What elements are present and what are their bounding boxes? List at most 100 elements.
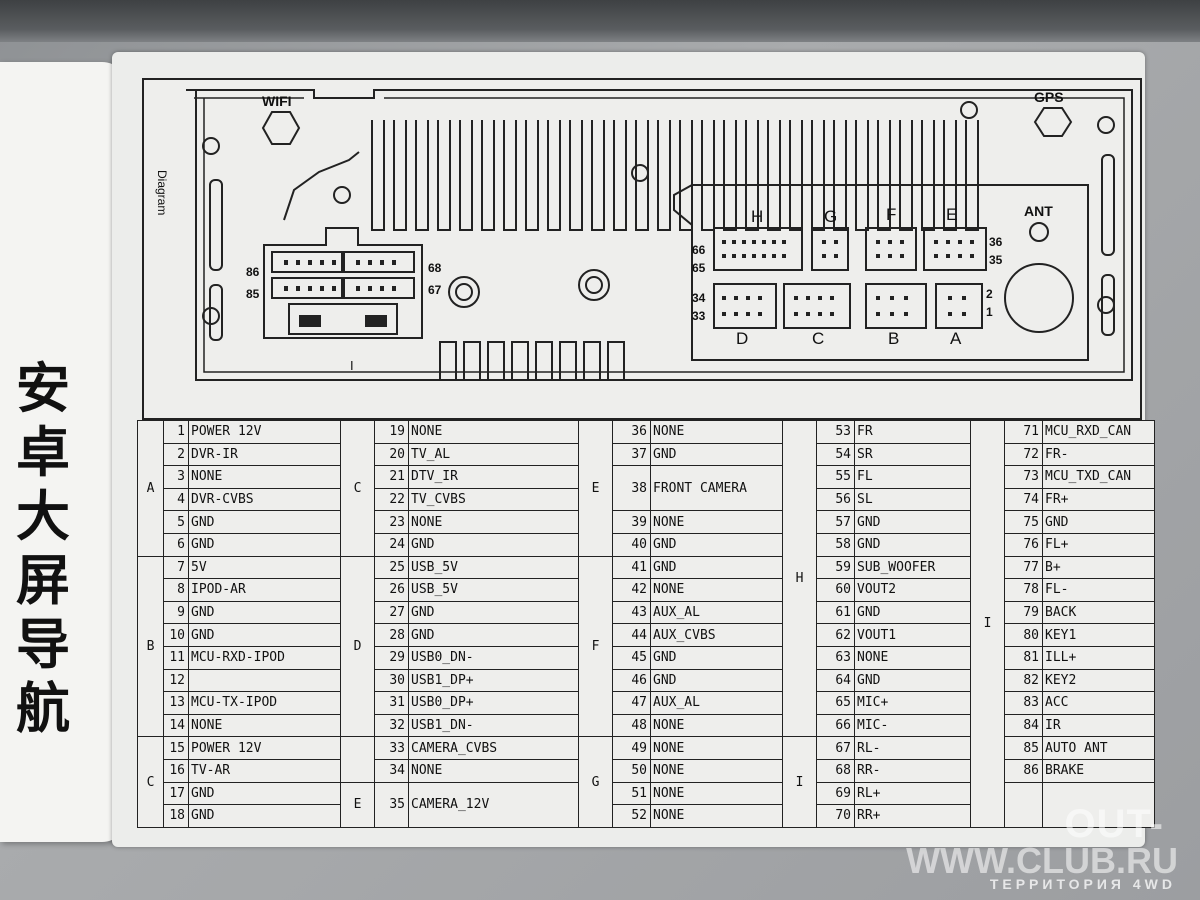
pin-signal: GND [1042,510,1155,534]
pin-number: 72 [1004,442,1043,467]
connector-g-label: G [824,207,837,226]
pin-signal: GND [188,532,341,557]
pin-signal: SUB_WOOFER [854,555,971,580]
table-row: 4 DVR-CVBS 22 TV_CVBS 56 SL 74 FR+ [138,487,1155,512]
pin-signal: 5V [188,555,341,580]
table-row: 11 MCU-RXD-IPOD 29 USB0_DN- 45 GND 63 NO… [138,645,1155,670]
table-row: 5 GND 23 NONE 39 NONE 57 GND 75 GND [138,510,1155,534]
pin-signal: AUX_AL [650,600,783,625]
pin-number: 85 [1004,736,1043,760]
pin-number: 11 [163,645,189,670]
pin-signal: TV_CVBS [408,487,579,512]
table-row: 2 DVR-IR 20 TV_AL 37 GND 54 SR 72 FR- [138,442,1155,467]
pin-number: 86 [1004,758,1043,783]
ant-port [1004,263,1074,333]
table-row: 17 GND E 35 CAMERA_12V 51 NONE 69 RL+ [138,781,1155,828]
pin-signal: USB0_DP+ [408,691,579,715]
pin-number: 69 [816,781,855,806]
pin-signal: NONE [650,736,783,760]
pin-signal: POWER 12V [188,420,341,444]
pin-signal: VOUT1 [854,623,971,647]
pin-signal: GND [188,804,341,828]
pin-signal: NONE [408,510,579,534]
pin-number: 35 [374,781,409,828]
pin-signal: NONE [188,713,341,738]
diagram-caption: Diagram [155,170,169,215]
group-label: H [782,419,817,738]
pin-signal: NONE [408,420,579,444]
pin-number: 26 [374,578,409,602]
group-label: E [578,420,613,557]
pin-number: 55 [816,465,855,489]
pin-number: 28 [374,623,409,647]
table-row: 6 GND 24 GND 40 GND 58 GND 76 FL+ [138,532,1155,557]
group-label: F [578,555,613,738]
pin-35-label: 35 [989,253,1003,267]
pin-signal: GND [854,668,971,693]
pin-number: 53 [816,420,855,444]
table-row: 16 TV-AR 34 NONE 50 NONE 68 RR- 86 BRAKE [138,758,1155,783]
pin-signal: DVR-IR [188,442,341,467]
table-row: 13 MCU-TX-IPOD 31 USB0_DP+ 47 AUX_AL 65 … [138,691,1155,715]
connector-b [865,283,927,329]
pin-signal: FL [854,465,971,489]
pin-number: 50 [612,758,651,783]
gps-antenna-port [1033,107,1073,137]
pin-86-label: 86 [246,265,260,279]
wifi-antenna-port [261,111,301,145]
group-label: I [782,736,817,828]
pin-signal: RL- [854,736,971,760]
pin-number: 31 [374,691,409,715]
pin-number: 24 [374,532,409,557]
pin-number: 73 [1004,465,1043,489]
pin-66-label: 66 [692,243,706,257]
group-label: C [137,736,164,828]
connector-c-label: C [812,329,824,348]
pin-signal: RR+ [854,804,971,828]
pin-signal: NONE [408,758,579,783]
pin-signal: USB_5V [408,555,579,580]
pin-number: 59 [816,555,855,580]
pin-signal: GND [854,600,971,625]
pin-number: 14 [163,713,189,738]
pin-signal: DVR-CVBS [188,487,341,512]
watermark-line-3: ТЕРРИТОРИЯ 4WD [989,876,1176,892]
pin-signal: GND [650,442,783,467]
pin-signal: FL- [1042,578,1155,602]
pin-signal: TV-AR [188,758,341,783]
pin-number: 43 [612,600,651,625]
pin-number: 77 [1004,555,1043,580]
pin-signal: USB0_DN- [408,645,579,670]
pin-number: 46 [612,668,651,693]
pin-signal: MIC- [854,713,971,738]
pin-number: 20 [374,442,409,467]
pin-number: 61 [816,600,855,625]
pin-number: 17 [163,781,189,806]
group-label: C [340,420,375,557]
connector-i [263,227,423,339]
pin-2-label: 2 [986,287,993,301]
pin-signal: AUX_AL [650,691,783,715]
pin-85-label: 85 [246,287,260,301]
group-label [340,736,375,783]
pin-signal: POWER 12V [188,736,341,760]
pin-signal: GND [650,668,783,693]
pin-number: 67 [816,736,855,760]
pin-signal: KEY1 [1042,623,1155,647]
pin-number: 30 [374,668,409,693]
side-label-title: 安卓大屏导航 [16,357,70,740]
pin-number: 32 [374,713,409,738]
pin-signal: GND [650,532,783,557]
group-label: B [137,555,164,738]
pin-number: 49 [612,736,651,760]
group-label: A [137,420,164,557]
pin-number: 8 [163,578,189,602]
connector-f [865,227,917,271]
pin-signal: CAMERA_CVBS [408,736,579,760]
pin-number: 79 [1004,600,1043,625]
connector-c [783,283,851,329]
pin-36-label: 36 [989,235,1003,249]
pin-signal: IPOD-AR [188,578,341,602]
pin-signal [1042,781,1155,828]
pin-number: 60 [816,578,855,602]
